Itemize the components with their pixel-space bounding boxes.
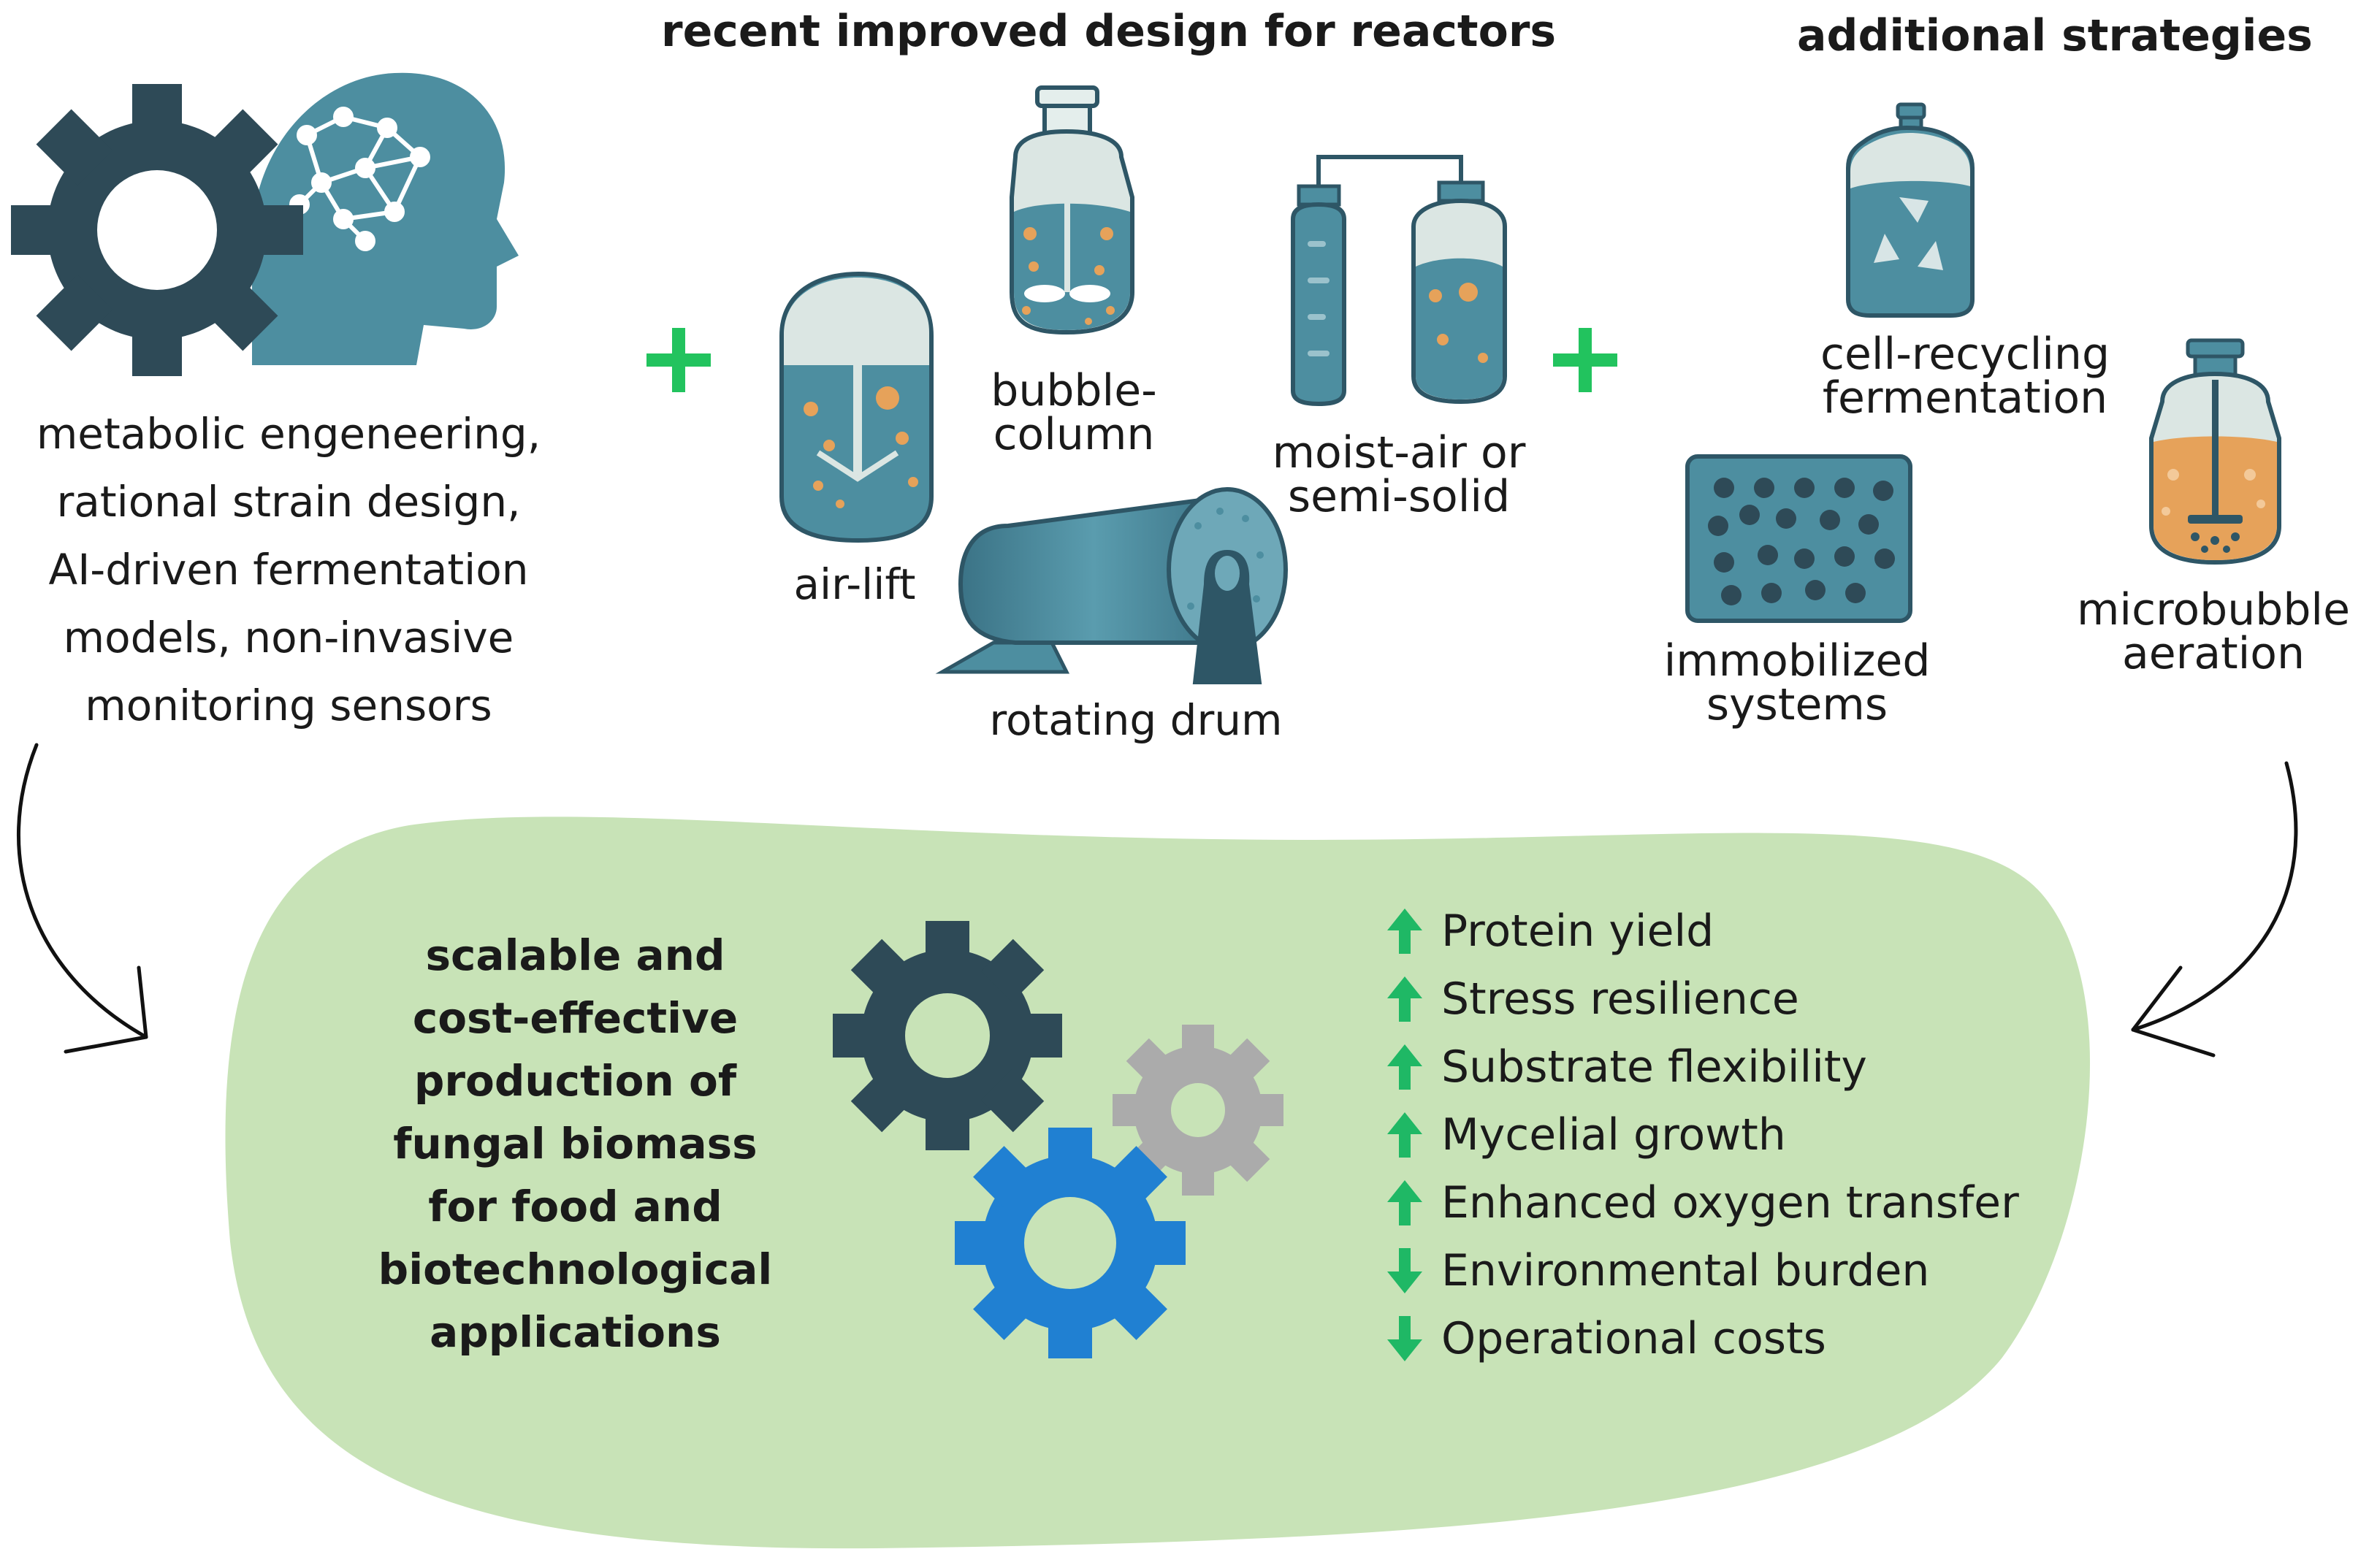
benefits-list: Protein yield Stress resilience Substrat…: [1384, 897, 2019, 1372]
left-block-text: metabolic engeneering, rational strain d…: [7, 400, 570, 740]
bubble-column-line: bubble-: [991, 365, 1157, 416]
bubble-column-label: bubble- column: [964, 369, 1183, 456]
rotating-drum-reactor-icon: [935, 487, 1288, 684]
blue-gear-icon: [955, 1128, 1186, 1358]
strategies-header: additional strategies: [1797, 10, 2313, 61]
air-lift-reactor-icon: [779, 271, 934, 543]
cell-recycling-icon: [1846, 102, 1975, 318]
benefit-item: Mycelial growth: [1384, 1101, 2019, 1169]
microbubble-label: microbubble aeration: [2060, 588, 2367, 676]
microbubble-aeration-icon: [2149, 338, 2281, 565]
benefit-label: Stress resilience: [1441, 973, 1799, 1025]
bubble-column-line: column: [993, 409, 1155, 460]
moist-air-line: semi-solid: [1287, 471, 1511, 522]
benefit-label: Protein yield: [1441, 905, 1714, 957]
microbubble-line: aeration: [2121, 628, 2305, 679]
benefit-label: Mycelial growth: [1441, 1109, 1786, 1160]
outcome-line: scalable and: [425, 930, 725, 980]
arrow-up-icon: [1387, 1112, 1422, 1158]
arrow-down-icon: [1387, 1247, 1422, 1293]
arrow-up-icon: [1387, 1179, 1422, 1225]
arrow-up-icon: [1387, 908, 1422, 954]
plus-icon-right: [1553, 328, 1617, 392]
cell-recycling-line: fermentation: [1822, 372, 2108, 424]
moist-air-line: moist-air or: [1272, 427, 1526, 478]
cell-recycling-line: cell-recycling: [1820, 329, 2110, 380]
benefit-item: Enhanced oxygen transfer: [1384, 1169, 2019, 1236]
dark-gear-icon: [833, 921, 1062, 1150]
rotating-drum-label: rotating drum: [989, 695, 1283, 745]
benefit-label: Substrate flexibility: [1441, 1041, 1867, 1093]
reactors-header: recent improved design for reactors: [661, 6, 1557, 57]
immobilized-line: immobilized: [1663, 635, 1931, 687]
left-line: AI-driven fermentation: [48, 545, 529, 594]
immobilized-label: immobilized systems: [1629, 639, 1965, 727]
grey-gear-icon: [1113, 1025, 1283, 1196]
left-line: models, non-invasive: [63, 613, 514, 662]
benefit-label: Operational costs: [1441, 1312, 1826, 1364]
benefit-item: Protein yield: [1384, 897, 2019, 965]
arrow-down-icon: [1387, 1315, 1422, 1361]
right-curved-arrow: [2131, 761, 2298, 1058]
plus-icon-left: [646, 328, 711, 392]
air-lift-label: air-lift: [793, 559, 916, 609]
immobilized-line: systems: [1706, 679, 1888, 730]
outcome-line: for food and: [428, 1182, 722, 1231]
outcome-line: applications: [430, 1307, 721, 1357]
left-line: monitoring sensors: [85, 681, 492, 730]
benefit-item: Substrate flexibility: [1384, 1033, 2019, 1101]
moist-air-label: moist-air or semi-solid: [1242, 431, 1556, 519]
cell-recycling-label: cell-recycling fermentation: [1790, 332, 2140, 420]
left-line: rational strain design,: [56, 477, 521, 527]
gear-icon: [11, 84, 303, 376]
outcome-text: scalable and cost-effective production o…: [365, 924, 785, 1364]
benefit-item: Environmental burden: [1384, 1236, 2019, 1304]
ai-head-icon: [251, 72, 519, 366]
microbubble-line: microbubble: [2076, 584, 2351, 635]
benefit-item: Operational costs: [1384, 1304, 2019, 1372]
arrow-up-icon: [1387, 976, 1422, 1022]
benefit-item: Stress resilience: [1384, 965, 2019, 1033]
benefit-label: Environmental burden: [1441, 1244, 1930, 1296]
outcome-line: fungal biomass: [393, 1119, 758, 1169]
outcome-line: cost-effective: [412, 993, 739, 1043]
moist-air-reactor-icon: [1291, 155, 1507, 407]
outcome-line: production of: [413, 1056, 737, 1106]
bubble-column-reactor-icon: [1010, 85, 1134, 335]
benefit-label: Enhanced oxygen transfer: [1441, 1177, 2019, 1228]
left-curved-arrow: [17, 743, 148, 1054]
immobilized-systems-icon: [1685, 454, 1912, 623]
outcome-line: biotechnological: [378, 1244, 773, 1294]
arrow-up-icon: [1387, 1044, 1422, 1090]
left-line: metabolic engeneering,: [36, 409, 541, 459]
